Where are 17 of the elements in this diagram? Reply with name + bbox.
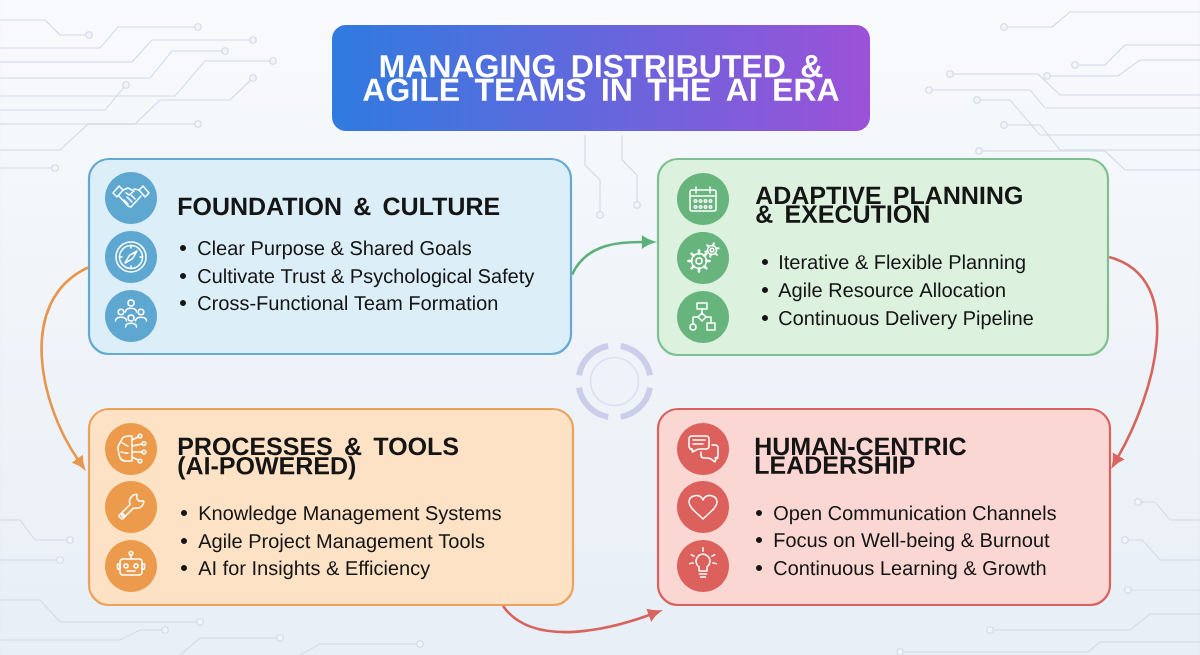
bullet-text: Cross-Functional Team Formation	[198, 295, 498, 311]
bullet-text: Continuous Learning & Growth	[774, 560, 1046, 580]
bullet-text: Cultivate Trust & Psychological Safety	[198, 268, 535, 288]
bullet-text: Iterative & Flexible Planning	[780, 254, 1025, 274]
bullet-text: AI for Insights & Efficiency	[198, 560, 431, 580]
bullet-text: Knowledge Management Systems	[199, 505, 501, 525]
card-heading: FOUNDATION & CULTURE	[178, 197, 500, 216]
bullet-text: Clear Purpose & Shared Goals	[198, 240, 471, 260]
card-heading: HUMAN-CENTRIC LEADERSHIP	[755, 437, 966, 474]
bullet-text: Agile Resource Allocation	[778, 282, 1005, 302]
bullet-text: Focus on Well-being & Burnout	[774, 532, 1050, 552]
bullet-text: Open Communication Channels	[774, 505, 1056, 525]
card-heading: ADAPTIVE PLANNING & EXECUTION	[755, 186, 1022, 223]
title: MANAGING DISTRIBUTED & AGILE TEAMS IN THE AI ERA	[363, 54, 839, 102]
bullet-text: Continuous Delivery Pipeline	[779, 310, 1033, 330]
card-heading: PROCESSES & TOOLS (AI-POWERED)	[178, 437, 459, 480]
bullet-text: Agile Project Management Tools	[198, 533, 485, 553]
